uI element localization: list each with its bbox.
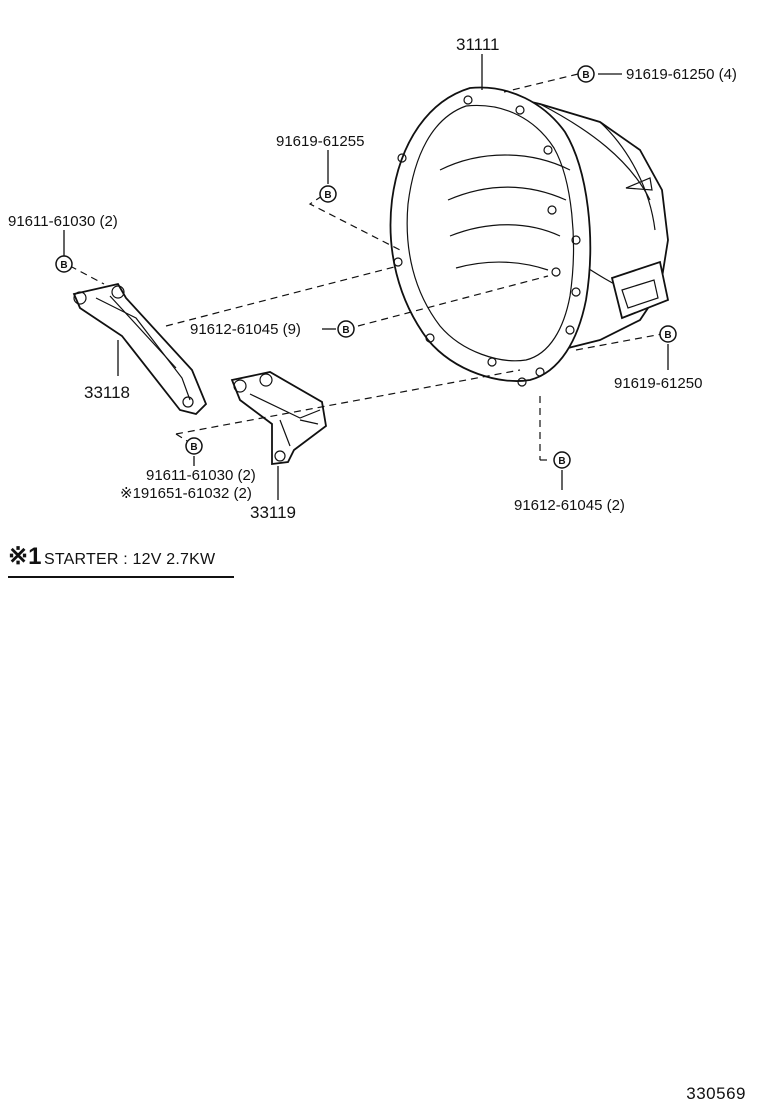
label-bolt-left: 91611-61030 (2) [8, 213, 118, 230]
bolt-marker-left[interactable]: B [55, 255, 73, 273]
transmission-housing[interactable] [389, 86, 670, 387]
bolt-marker-top-left[interactable]: B [319, 185, 337, 203]
label-bolt-right: 91619-61250 [614, 375, 702, 392]
bolt-marker-lower[interactable]: B [185, 437, 203, 455]
note-mark: ※1 [8, 543, 42, 570]
svg-text:B: B [342, 325, 349, 336]
label-bolt-top-right: 91619-61250 (4) [626, 66, 737, 83]
bolt-marker-right[interactable]: B [659, 325, 677, 343]
bolt-marker-top-right[interactable]: B [577, 65, 595, 83]
bolt-marker-middle[interactable]: B [337, 320, 355, 338]
leader-lines [63, 54, 669, 500]
label-housing: 31111 [456, 35, 500, 54]
svg-text:B: B [190, 442, 197, 453]
svg-text:B: B [324, 190, 331, 201]
label-bolt-lower-2: ※191651-61032 (2) [120, 485, 252, 502]
svg-text:B: B [664, 330, 671, 341]
figure-code: 330569 [686, 1084, 746, 1103]
label-bolt-bottom: 91612-61045 (2) [514, 497, 625, 514]
label-bracket-upper: 33118 [84, 383, 130, 402]
svg-text:B: B [60, 260, 67, 271]
bracket-33119[interactable] [230, 371, 327, 466]
bolt-marker-bottom[interactable]: B [553, 451, 571, 469]
svg-text:B: B [582, 70, 589, 81]
label-bolt-top-left: 91619-61255 [276, 133, 364, 150]
svg-text:B: B [558, 456, 565, 467]
label-bolt-middle: 91612-61045 (9) [190, 321, 301, 338]
starter-note: ※1 STARTER : 12V 2.7KW [8, 540, 234, 578]
note-text: STARTER : 12V 2.7KW [44, 551, 216, 568]
label-bolt-lower-1: 91611-61030 (2) [146, 467, 256, 484]
label-bracket-lower: 33119 [250, 503, 296, 522]
bracket-33118[interactable] [72, 282, 208, 415]
